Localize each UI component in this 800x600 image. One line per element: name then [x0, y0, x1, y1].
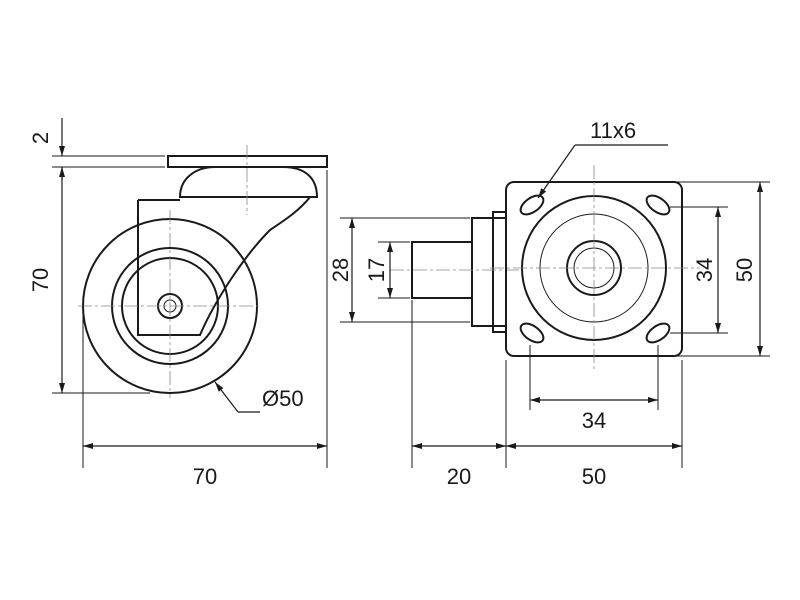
top-hole-2 [645, 194, 671, 216]
dim-hub-width: 28 [328, 258, 353, 282]
dim-offset: 20 [447, 464, 471, 489]
side-bracket [137, 196, 311, 336]
front-tab [492, 211, 507, 333]
dim-axle-width: 17 [364, 258, 389, 282]
top-hole-1 [519, 194, 545, 216]
side-view: 2 70 70 Ø50 [28, 118, 328, 489]
dim-plate-width: 50 [582, 464, 606, 489]
side-top-plate [167, 155, 328, 168]
dim-side-width: 70 [193, 464, 217, 489]
dim-side-height: 70 [28, 268, 53, 292]
front-view: 28 17 20 [328, 211, 520, 489]
dim-wheel-diameter: Ø50 [262, 386, 304, 411]
dim-hole-spacing-horizontal: 34 [582, 408, 606, 433]
dim-hole-spacing-vertical: 34 [692, 258, 717, 282]
front-hub [471, 217, 507, 327]
top-view: 11x6 34 50 34 50 [490, 118, 770, 489]
dim-plate-height: 50 [732, 258, 757, 282]
top-hole-3 [519, 322, 545, 344]
top-hole-4 [645, 322, 671, 344]
dim-side-plate-thickness: 2 [28, 132, 53, 144]
side-swivel-housing [178, 166, 319, 198]
dim-hole-size: 11x6 [590, 118, 636, 143]
